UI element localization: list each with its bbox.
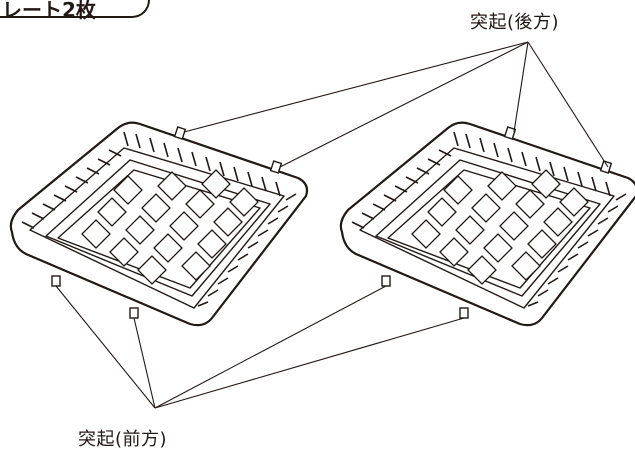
rear-leader-lines — [183, 41, 609, 168]
right-plate-rim-inner — [359, 147, 615, 309]
right-plate-diamond-grid — [411, 169, 589, 285]
section-heading-text: レート2枚 — [2, 0, 96, 22]
left-plate-front-tab-1 — [51, 275, 61, 287]
rear-protrusion-label: 突起(後方) — [470, 12, 560, 33]
left-plate-rear-tab-2 — [269, 160, 283, 174]
right-plate-rim-hatching — [351, 131, 627, 307]
right-plate-front-tab-1 — [381, 275, 391, 287]
left-plate-diamond-grid — [81, 169, 259, 285]
left-plate-rim-hatching — [21, 131, 297, 307]
right-plate — [339, 121, 635, 327]
front-protrusion-label: 突起(前方) — [78, 429, 168, 450]
right-plate-outer-rim — [339, 121, 635, 327]
left-plate-front-tab-2 — [129, 307, 139, 319]
right-plate-front-tab-2 — [459, 307, 469, 319]
right-plate-rear-tab-2 — [599, 160, 613, 174]
front-leader-lines — [55, 285, 465, 409]
left-plate-rim-inner — [29, 147, 285, 309]
left-plate-outer-rim — [9, 121, 309, 327]
left-plate — [9, 121, 309, 327]
left-plate-rear-tab-1 — [173, 126, 187, 140]
right-plate-rear-tab-1 — [503, 126, 517, 140]
